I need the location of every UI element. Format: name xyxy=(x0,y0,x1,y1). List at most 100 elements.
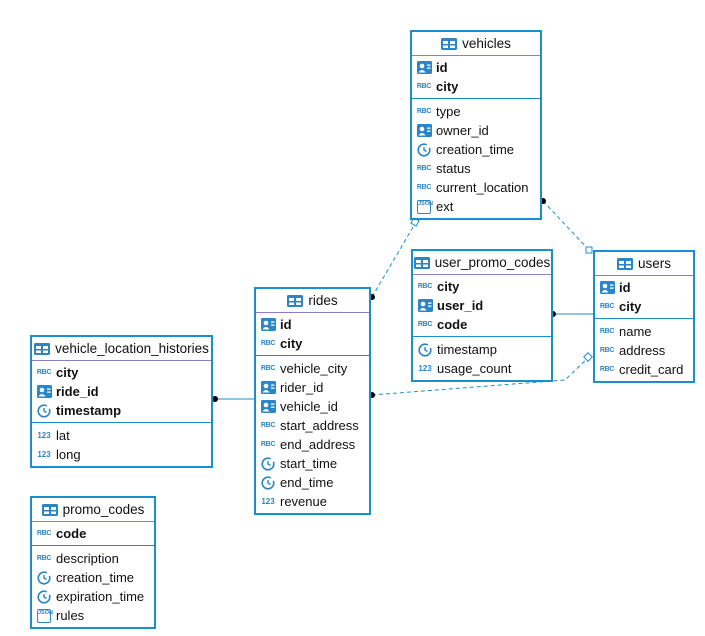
abc-icon: RBC xyxy=(416,165,432,172)
table-vehicles[interactable]: vehicles id RBC city RBC type owner_id c… xyxy=(410,30,542,220)
column-row[interactable]: ride_id xyxy=(32,382,211,401)
column-row[interactable]: RBC city xyxy=(256,334,369,353)
abc-icon: RBC xyxy=(416,184,432,191)
column-row[interactable]: RBC end_address xyxy=(256,435,369,454)
column-row[interactable]: RBC city xyxy=(32,363,211,382)
column-name: user_id xyxy=(437,298,484,313)
column-row[interactable]: RBC address xyxy=(595,341,693,360)
abc-icon: RBC xyxy=(36,530,52,537)
table-name: promo_codes xyxy=(62,502,145,517)
column-row[interactable]: RBC code xyxy=(32,524,154,543)
clock-icon xyxy=(36,403,52,418)
column-name: vehicle_id xyxy=(280,399,338,414)
id-card-icon xyxy=(36,385,52,399)
column-row[interactable]: expiration_time xyxy=(32,587,154,606)
table-header[interactable]: promo_codes xyxy=(32,498,154,522)
column-row[interactable]: id xyxy=(595,278,693,297)
column-name: rules xyxy=(56,608,85,623)
column-row[interactable]: 123 usage_count xyxy=(413,359,551,378)
columns: 123 lat 123 long xyxy=(32,422,211,466)
clock-icon xyxy=(36,589,52,604)
column-row[interactable]: JSON rules xyxy=(32,606,154,625)
id-card-icon xyxy=(599,281,615,295)
column-row[interactable]: RBC start_address xyxy=(256,416,369,435)
column-row[interactable]: vehicle_id xyxy=(256,397,369,416)
table-rides[interactable]: rides id RBC city RBC vehicle_city rider… xyxy=(254,287,371,515)
column-name: long xyxy=(56,447,81,462)
column-name: ext xyxy=(436,199,454,214)
abc-icon: RBC xyxy=(599,303,615,310)
column-name: current_location xyxy=(436,180,529,195)
abc-icon: RBC xyxy=(260,340,276,347)
column-name: city xyxy=(56,365,79,380)
table-name: vehicle_location_histories xyxy=(55,341,209,356)
id-card-icon xyxy=(260,400,276,414)
column-name: timestamp xyxy=(437,342,497,357)
column-name: owner_id xyxy=(436,123,489,138)
column-name: city xyxy=(280,336,303,351)
column-name: id xyxy=(280,317,292,332)
table-header[interactable]: vehicles xyxy=(412,32,540,56)
id-card-icon xyxy=(416,61,432,75)
column-row[interactable]: id xyxy=(256,315,369,334)
column-row[interactable]: RBC city xyxy=(413,277,551,296)
123-icon: 123 xyxy=(418,364,432,373)
column-row[interactable]: RBC vehicle_city xyxy=(256,359,369,378)
relation-end-marker xyxy=(583,352,593,362)
table-header[interactable]: user_promo_codes xyxy=(413,251,551,275)
column-row[interactable]: RBC type xyxy=(412,102,540,121)
column-row[interactable]: RBC city xyxy=(595,297,693,316)
column-row[interactable]: id xyxy=(412,58,540,77)
clock-icon xyxy=(416,142,432,157)
table-vehicle_location_histories[interactable]: vehicle_location_histories RBC city ride… xyxy=(30,335,213,468)
relation-rides-vehicles xyxy=(371,221,417,298)
table-name: vehicles xyxy=(462,36,511,51)
table-promo_codes[interactable]: promo_codes RBC code RBC description cre… xyxy=(30,496,156,629)
column-row[interactable]: timestamp xyxy=(413,340,551,359)
column-name: rider_id xyxy=(280,380,324,395)
table-user_promo_codes[interactable]: user_promo_codes RBC city user_id RBC co… xyxy=(411,249,553,382)
column-row[interactable]: owner_id xyxy=(412,121,540,140)
abc-icon: RBC xyxy=(416,83,432,90)
abc-icon: RBC xyxy=(599,328,615,335)
column-row[interactable]: 123 lat xyxy=(32,426,211,445)
column-row[interactable]: start_time xyxy=(256,454,369,473)
table-header[interactable]: vehicle_location_histories xyxy=(32,337,211,361)
column-name: ride_id xyxy=(56,384,99,399)
key-columns: id RBC city xyxy=(412,56,540,98)
column-row[interactable]: RBC name xyxy=(595,322,693,341)
column-row[interactable]: creation_time xyxy=(32,568,154,587)
column-row[interactable]: rider_id xyxy=(256,378,369,397)
table-icon xyxy=(41,503,58,516)
column-row[interactable]: 123 long xyxy=(32,445,211,464)
column-name: address xyxy=(619,343,666,358)
abc-icon: RBC xyxy=(417,283,433,290)
table-icon xyxy=(413,256,430,269)
column-row[interactable]: RBC city xyxy=(412,77,540,96)
column-row[interactable]: RBC current_location xyxy=(412,178,540,197)
column-name: lat xyxy=(56,428,70,443)
table-header[interactable]: rides xyxy=(256,289,369,313)
column-row[interactable]: creation_time xyxy=(412,140,540,159)
table-name: rides xyxy=(308,293,338,308)
table-users[interactable]: users id RBC city RBC name RBC address R… xyxy=(593,250,695,383)
columns: RBC vehicle_city rider_id vehicle_id RBC… xyxy=(256,355,369,513)
column-row[interactable]: user_id xyxy=(413,296,551,315)
column-row[interactable]: timestamp xyxy=(32,401,211,420)
column-row[interactable]: RBC status xyxy=(412,159,540,178)
column-row[interactable]: RBC code xyxy=(413,315,551,334)
column-row[interactable]: end_time xyxy=(256,473,369,492)
column-name: description xyxy=(56,551,119,566)
column-row[interactable]: RBC description xyxy=(32,549,154,568)
column-name: city xyxy=(619,299,642,314)
column-row[interactable]: 123 revenue xyxy=(256,492,369,511)
id-card-icon xyxy=(260,318,276,332)
column-name: usage_count xyxy=(437,361,512,376)
table-header[interactable]: users xyxy=(595,252,693,276)
column-name: id xyxy=(436,60,448,75)
column-row[interactable]: JSON ext xyxy=(412,197,540,216)
key-columns: RBC city ride_id timestamp xyxy=(32,361,211,422)
id-card-icon xyxy=(417,299,433,313)
column-row[interactable]: RBC credit_card xyxy=(595,360,693,379)
column-name: revenue xyxy=(280,494,327,509)
